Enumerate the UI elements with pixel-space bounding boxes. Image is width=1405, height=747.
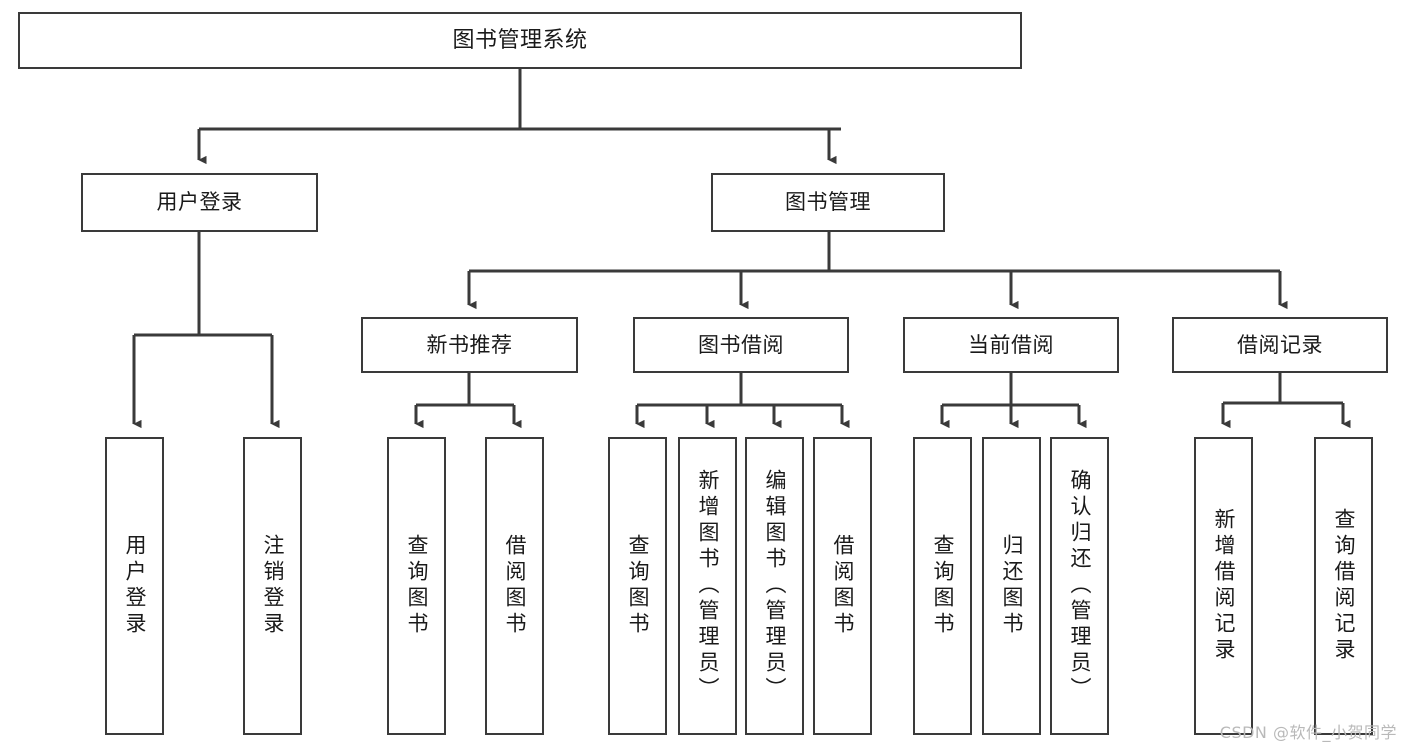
node-book-borrow-label: 图书借阅 bbox=[698, 332, 784, 357]
node-borrow-record[interactable]: 借阅记录 bbox=[1172, 317, 1388, 373]
node-leaf-add-record-label: 新增借阅记录 bbox=[1212, 508, 1236, 664]
node-leaf-query-book-3[interactable]: 查询图书 bbox=[913, 437, 972, 735]
node-leaf-confirm-return-label: 确认归还（管理员） bbox=[1068, 469, 1092, 703]
node-borrow-record-label: 借阅记录 bbox=[1237, 332, 1323, 357]
node-leaf-query-book-1[interactable]: 查询图书 bbox=[387, 437, 446, 735]
node-current-borrow-label: 当前借阅 bbox=[968, 332, 1054, 357]
node-leaf-borrow-book-2[interactable]: 借阅图书 bbox=[813, 437, 872, 735]
node-leaf-logout-label: 注销登录 bbox=[261, 534, 285, 638]
node-leaf-borrow-book-1-label: 借阅图书 bbox=[503, 534, 527, 638]
node-book-manage-label: 图书管理 bbox=[785, 190, 871, 215]
node-user-login-label: 用户登录 bbox=[156, 190, 243, 215]
node-leaf-add-book-label: 新增图书（管理员） bbox=[696, 469, 720, 703]
watermark: CSDN @软件_小贺同学 bbox=[1219, 723, 1397, 742]
node-leaf-add-record[interactable]: 新增借阅记录 bbox=[1194, 437, 1253, 735]
node-leaf-user-login-label: 用户登录 bbox=[123, 534, 147, 638]
node-user-login[interactable]: 用户登录 bbox=[81, 173, 318, 232]
node-leaf-return-book[interactable]: 归还图书 bbox=[982, 437, 1041, 735]
node-current-borrow[interactable]: 当前借阅 bbox=[903, 317, 1119, 373]
node-leaf-query-record-label: 查询借阅记录 bbox=[1332, 508, 1356, 664]
node-book-borrow[interactable]: 图书借阅 bbox=[633, 317, 849, 373]
node-leaf-query-book-3-label: 查询图书 bbox=[931, 534, 955, 638]
node-new-book-rec[interactable]: 新书推荐 bbox=[361, 317, 578, 373]
node-leaf-user-login[interactable]: 用户登录 bbox=[105, 437, 164, 735]
node-book-manage[interactable]: 图书管理 bbox=[711, 173, 945, 232]
node-leaf-query-record[interactable]: 查询借阅记录 bbox=[1314, 437, 1373, 735]
node-leaf-borrow-book-2-label: 借阅图书 bbox=[831, 534, 855, 638]
node-leaf-edit-book[interactable]: 编辑图书（管理员） bbox=[745, 437, 804, 735]
node-leaf-confirm-return[interactable]: 确认归还（管理员） bbox=[1050, 437, 1109, 735]
node-leaf-query-book-1-label: 查询图书 bbox=[405, 534, 429, 638]
node-leaf-logout[interactable]: 注销登录 bbox=[243, 437, 302, 735]
node-leaf-query-book-2[interactable]: 查询图书 bbox=[608, 437, 667, 735]
node-leaf-return-book-label: 归还图书 bbox=[1000, 534, 1024, 638]
node-root-label: 图书管理系统 bbox=[452, 27, 588, 53]
node-leaf-edit-book-label: 编辑图书（管理员） bbox=[763, 469, 787, 703]
node-leaf-borrow-book-1[interactable]: 借阅图书 bbox=[485, 437, 544, 735]
node-new-book-rec-label: 新书推荐 bbox=[426, 332, 513, 357]
node-leaf-add-book[interactable]: 新增图书（管理员） bbox=[678, 437, 737, 735]
node-root[interactable]: 图书管理系统 bbox=[18, 12, 1022, 69]
node-leaf-query-book-2-label: 查询图书 bbox=[626, 534, 650, 638]
